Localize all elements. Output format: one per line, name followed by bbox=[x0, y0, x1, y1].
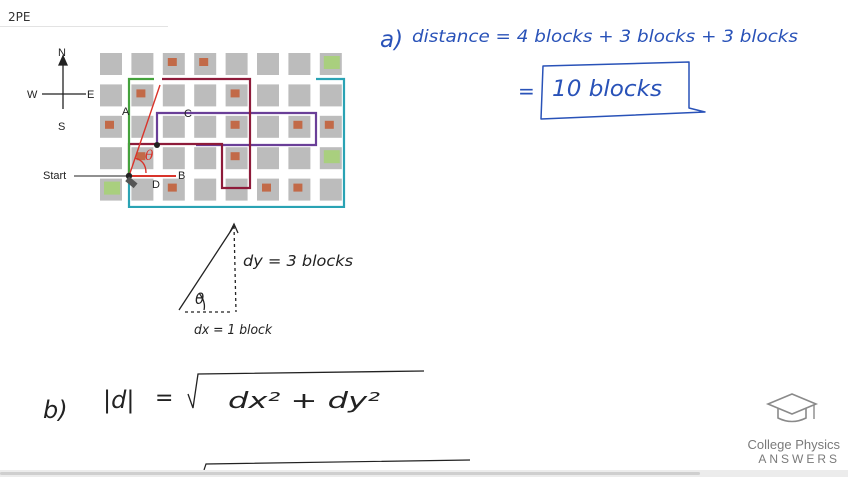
park bbox=[323, 56, 340, 69]
city-block bbox=[288, 53, 311, 75]
city-block bbox=[225, 178, 248, 201]
triangle-sketch bbox=[178, 222, 239, 313]
building bbox=[199, 58, 209, 66]
building bbox=[230, 152, 240, 161]
building bbox=[136, 89, 146, 98]
problem-label: 2PE bbox=[8, 10, 31, 24]
city-block bbox=[319, 84, 342, 107]
map-label-b: B bbox=[178, 170, 185, 182]
building bbox=[293, 120, 303, 129]
park bbox=[323, 150, 340, 164]
answer-box bbox=[540, 61, 706, 120]
building bbox=[293, 183, 303, 192]
building bbox=[167, 58, 177, 66]
graduation-cap-icon bbox=[765, 393, 819, 423]
city-map-figure: N S W E A C B D Start θ bbox=[26, 45, 347, 208]
city-block bbox=[194, 84, 217, 107]
building bbox=[262, 183, 271, 192]
triangle-angle: θ bbox=[195, 290, 204, 308]
building bbox=[105, 120, 114, 129]
map-label-d: D bbox=[152, 179, 160, 191]
map-label-c: C bbox=[184, 108, 192, 120]
intersection-dot bbox=[154, 142, 160, 148]
logo-line-2: ANSWERS bbox=[758, 452, 840, 466]
video-progress-fill bbox=[0, 472, 700, 475]
part-b-lhs: |d| bbox=[103, 386, 134, 414]
part-a-label: a) bbox=[380, 27, 403, 53]
start-dot bbox=[125, 172, 133, 180]
dy-label: dy = 3 blocks bbox=[243, 252, 353, 270]
purple-path bbox=[155, 111, 318, 147]
angle-arc bbox=[134, 157, 147, 174]
city-blocks bbox=[100, 53, 342, 201]
compass-north: N bbox=[58, 47, 66, 59]
city-block bbox=[257, 115, 279, 138]
dx-label: dx = 1 block bbox=[194, 323, 272, 338]
teal-path bbox=[127, 77, 346, 208]
city-block bbox=[288, 147, 311, 170]
part-a-answer: 10 blocks bbox=[552, 77, 662, 102]
logo-line-1: College Physics bbox=[747, 437, 841, 452]
part-a-equation: distance = 4 blocks + 3 blocks + 3 block… bbox=[412, 27, 798, 47]
building bbox=[230, 120, 240, 129]
park bbox=[104, 181, 120, 195]
building bbox=[167, 183, 177, 192]
city-block bbox=[100, 147, 122, 170]
map-label-a: A bbox=[122, 106, 130, 118]
green-path bbox=[127, 77, 154, 176]
map-angle-label: θ bbox=[145, 148, 154, 164]
compass-west: W bbox=[27, 89, 38, 101]
part-b-equals: = bbox=[155, 386, 173, 411]
city-block bbox=[288, 84, 311, 107]
city-block bbox=[225, 53, 248, 75]
city-block bbox=[257, 84, 279, 107]
city-block bbox=[257, 53, 279, 75]
part-a-equals: = bbox=[518, 79, 535, 103]
city-block bbox=[100, 53, 122, 75]
compass-south: S bbox=[58, 121, 65, 133]
compass-east: E bbox=[87, 89, 94, 101]
part-b-radicand: dx² + dy² bbox=[228, 389, 380, 414]
part-b-label: b) bbox=[43, 396, 68, 424]
pencil-icon bbox=[125, 176, 138, 189]
city-block bbox=[100, 84, 122, 107]
compass bbox=[42, 54, 86, 109]
map-start-label: Start bbox=[43, 170, 66, 182]
college-physics-answers-logo: College Physics ANSWERS bbox=[744, 392, 840, 466]
building bbox=[230, 89, 240, 98]
city-block bbox=[162, 147, 185, 170]
building bbox=[324, 120, 334, 129]
next-line-fragment bbox=[203, 459, 471, 471]
city-block bbox=[194, 115, 217, 138]
red-vector bbox=[128, 84, 161, 177]
building bbox=[136, 152, 146, 161]
sqrt-symbol bbox=[187, 370, 425, 409]
city-block bbox=[162, 115, 185, 138]
city-block bbox=[194, 178, 217, 201]
city-block bbox=[194, 147, 217, 170]
header-divider bbox=[0, 26, 168, 27]
city-block bbox=[257, 147, 279, 170]
city-block bbox=[131, 53, 154, 75]
city-block bbox=[319, 178, 342, 201]
city-block bbox=[162, 84, 185, 107]
